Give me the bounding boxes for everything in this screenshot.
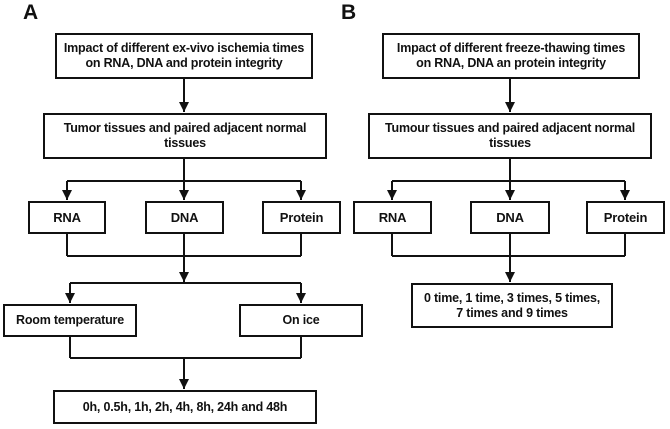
- panel-b-connectors: [387, 79, 630, 282]
- box-a-title: Impact of different ex-vivo ischemia tim…: [55, 33, 313, 79]
- box-a-room-temperature: Room temperature: [3, 304, 137, 337]
- box-a-timepoints: 0h, 0.5h, 1h, 2h, 4h, 8h, 24h and 48h: [53, 390, 317, 424]
- box-b-tissues: Tumour tissues and paired adjacent norma…: [368, 113, 652, 159]
- panel-a-connectors: [62, 79, 306, 389]
- box-a-tissues: Tumor tissues and paired adjacent normal…: [43, 113, 327, 159]
- box-a-on-ice: On ice: [239, 304, 363, 337]
- box-a-rna: RNA: [28, 201, 106, 234]
- box-a-dna: DNA: [145, 201, 224, 234]
- box-a-protein: Protein: [262, 201, 341, 234]
- box-b-protein: Protein: [586, 201, 665, 234]
- box-b-timepoints: 0 time, 1 time, 3 times, 5 times, 7 time…: [411, 283, 613, 328]
- box-b-rna: RNA: [353, 201, 432, 234]
- box-b-dna: DNA: [470, 201, 550, 234]
- panel-b-label: B: [341, 1, 357, 24]
- panel-a-label: A: [23, 1, 39, 24]
- box-b-title: Impact of different freeze-thawing times…: [382, 33, 640, 79]
